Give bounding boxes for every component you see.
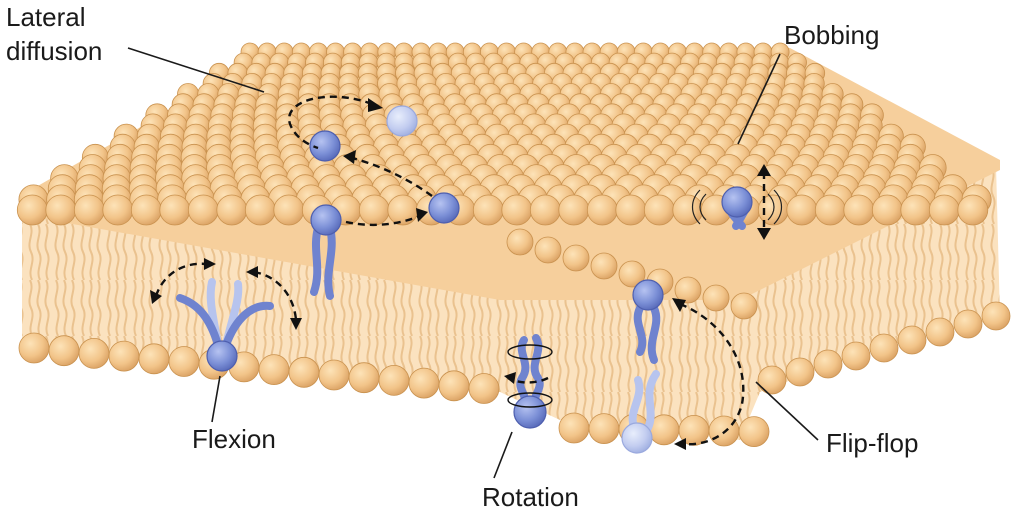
lipid-head (786, 194, 818, 226)
labels: Lateral diffusion Bobbing Flexion Rotati… (6, 2, 918, 512)
lipid-head (102, 194, 134, 226)
lipid-head (378, 364, 410, 396)
lipid-head (841, 341, 871, 371)
lipid-head (814, 194, 846, 226)
lipid-head (925, 317, 955, 347)
lipid-lateral-main (310, 204, 342, 300)
lipid-head (78, 337, 110, 369)
lipid-head (18, 332, 50, 364)
arrow-flip-flop (672, 298, 745, 450)
lipid-head (586, 194, 618, 226)
lipid-head (472, 194, 504, 226)
lipid-head (288, 356, 320, 388)
lipid-head (108, 340, 140, 372)
lipid-head (957, 194, 989, 226)
lipid-head (871, 194, 903, 226)
lipid-head (615, 194, 647, 226)
lipid-head (757, 365, 787, 395)
lipid-head (981, 301, 1011, 331)
lipid-flipflop-bottom (621, 370, 660, 454)
lipid-head (408, 367, 440, 399)
lipid-head (843, 194, 875, 226)
lipid-lateral-1 (386, 105, 418, 137)
label-flip-flop: Flip-flop (826, 428, 918, 458)
lipid-head (387, 194, 419, 226)
leader-lines (127, 47, 819, 479)
membrane-top-surface (16, 42, 1000, 320)
lipid-head (506, 228, 534, 256)
label-bobbing: Bobbing (784, 20, 879, 50)
lipid-lateral-3 (428, 192, 460, 224)
lipid-head (534, 236, 562, 264)
lipid-head (674, 276, 702, 304)
lipid-head (785, 357, 815, 387)
lipid-head (438, 370, 470, 402)
lipid-head (558, 412, 590, 444)
lipid-head (258, 354, 290, 386)
arrow-lateral-diffusion (287, 95, 433, 227)
lipid-head (16, 194, 48, 226)
lipid-head (138, 343, 170, 375)
lipid-bobbing (691, 186, 783, 230)
lipid-head (869, 333, 899, 363)
lipid-head (900, 194, 932, 226)
lipid-head (130, 194, 162, 226)
lipid-head (318, 359, 350, 391)
lipid-head (562, 244, 590, 272)
label-flexion: Flexion (192, 424, 276, 454)
lipid-head (618, 260, 646, 288)
lipid-head (273, 194, 305, 226)
lipid-head (45, 194, 77, 226)
lipid-head (928, 194, 960, 226)
lipid-head (216, 194, 248, 226)
lipid-head (672, 194, 704, 226)
lipid-head (588, 413, 620, 445)
lipid-head (468, 373, 500, 404)
lipid-head (730, 292, 758, 320)
label-lateral-line1: Lateral (6, 2, 86, 32)
lipid-head (643, 194, 675, 226)
lipid-head (590, 252, 618, 280)
lipid-lateral-2 (309, 130, 341, 162)
lipid-head (529, 194, 561, 226)
arrow-bobbing (757, 164, 771, 240)
lipid-flipflop-top (632, 279, 664, 364)
lipid-head (558, 194, 590, 226)
label-lateral-line2: diffusion (6, 36, 102, 66)
lipid-head (702, 284, 730, 312)
lipid-head (738, 416, 770, 448)
lipid-head (501, 194, 533, 226)
arrow-flexion (150, 258, 302, 330)
lipid-head (953, 309, 983, 339)
lipid-head (358, 194, 390, 226)
lipid-head (73, 194, 105, 226)
lipid-head (48, 335, 80, 367)
lipid-rotation (504, 334, 553, 429)
label-rotation: Rotation (482, 482, 579, 512)
lipid-head (244, 194, 276, 226)
lipid-flexion (176, 278, 274, 372)
lipid-head (813, 349, 843, 379)
lipid-head (168, 346, 200, 377)
lipid-head (897, 325, 927, 355)
lipid-head (348, 362, 380, 394)
lipid-head (187, 194, 219, 226)
lipid-head (159, 194, 191, 226)
